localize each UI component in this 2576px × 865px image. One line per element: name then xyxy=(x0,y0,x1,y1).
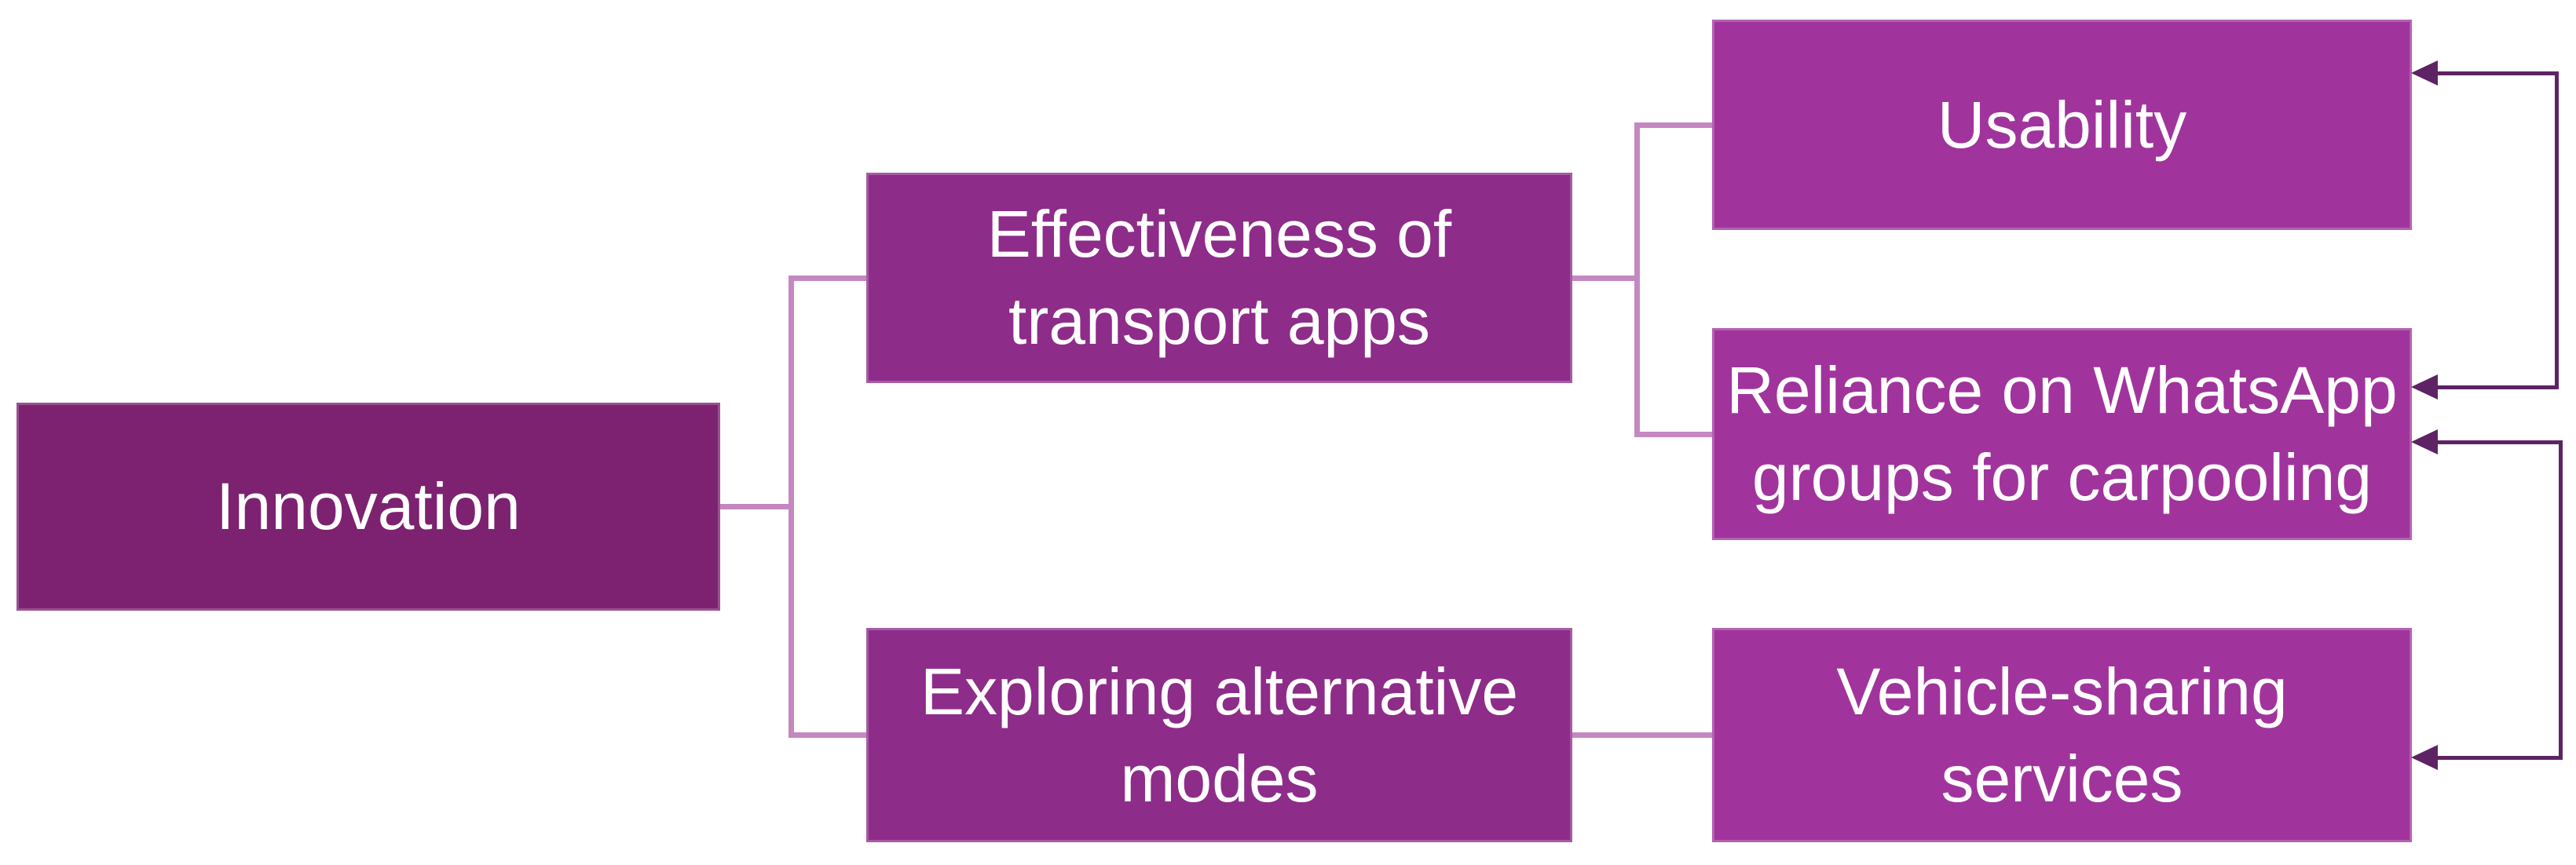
connector-bracket-vehicle-bottom xyxy=(2433,756,2563,760)
node-usability-label: Usability xyxy=(1937,87,2187,162)
node-innovation-label: Innovation xyxy=(216,469,521,544)
connector-bracket-vehicle-top xyxy=(2433,440,2563,444)
connector-branch-to-exploring xyxy=(792,732,866,738)
connector-bracket-usability-vertical xyxy=(2555,71,2559,389)
connector-innovation-stub xyxy=(720,504,792,509)
connector-effectiveness-trunk xyxy=(1634,122,1640,437)
node-usability: Usability xyxy=(1712,20,2412,230)
connector-innovation-trunk xyxy=(789,276,794,738)
node-innovation: Innovation xyxy=(16,403,720,611)
connector-bracket-usability-top xyxy=(2433,71,2559,75)
node-reliance-on-whatsapp: Reliance on WhatsApp groups for carpooli… xyxy=(1712,328,2412,540)
node-effectiveness-of-transport-apps: Effectiveness of transport apps xyxy=(866,173,1572,383)
connector-branch-to-usability xyxy=(1637,122,1712,128)
connector-bracket-usability-bottom xyxy=(2433,385,2559,389)
node-vehicle-sharing-services: Vehicle-sharing services xyxy=(1712,628,2412,842)
node-effectiveness-label: Effectiveness of transport apps xyxy=(986,197,1452,358)
arrow-into-vehicle-icon xyxy=(2411,745,2438,770)
connector-branch-to-effectiveness xyxy=(792,276,866,281)
node-reliance-label: Reliance on WhatsApp groups for carpooli… xyxy=(1726,353,2398,514)
arrow-into-reliance-lower-icon xyxy=(2411,429,2438,454)
node-vehicle-label: Vehicle-sharing services xyxy=(1836,654,2288,816)
connector-effectiveness-stub xyxy=(1572,276,1637,281)
connector-branch-to-reliance xyxy=(1637,432,1712,437)
connector-bracket-vehicle-vertical xyxy=(2559,440,2563,760)
arrow-into-usability-icon xyxy=(2411,60,2438,86)
node-exploring-label: Exploring alternative modes xyxy=(920,654,1519,816)
arrow-into-reliance-upper-icon xyxy=(2411,374,2438,400)
connector-exploring-to-vehicle xyxy=(1572,732,1712,738)
node-exploring-alternative-modes: Exploring alternative modes xyxy=(866,628,1572,842)
